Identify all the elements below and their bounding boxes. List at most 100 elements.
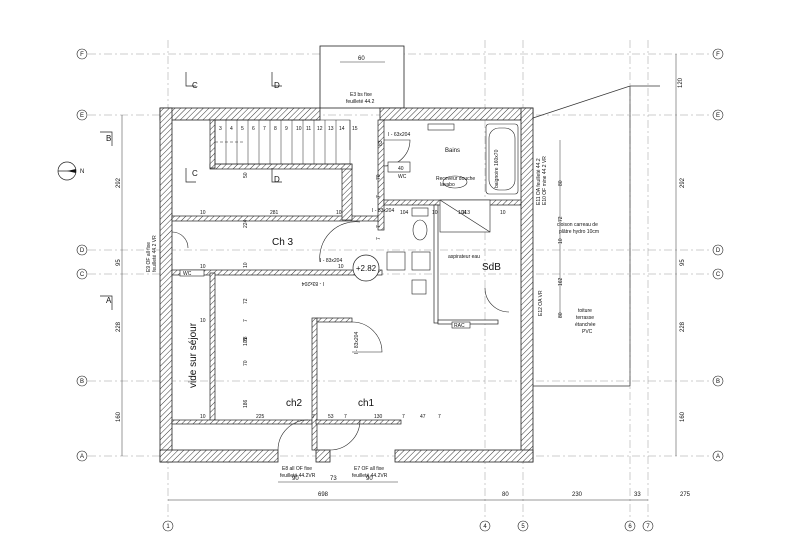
svg-text:120: 120 bbox=[678, 77, 684, 88]
svg-text:E9 OF all fixe: E9 OF all fixe bbox=[146, 242, 152, 272]
door-swings bbox=[171, 139, 510, 451]
section-mark-labels: C D C D B A bbox=[106, 81, 280, 305]
svg-text:7: 7 bbox=[312, 414, 315, 420]
svg-text:53: 53 bbox=[328, 414, 334, 420]
landing-circle bbox=[352, 254, 380, 282]
svg-text:A: A bbox=[106, 296, 112, 305]
svg-text:3: 3 bbox=[219, 126, 222, 132]
svg-text:7: 7 bbox=[402, 414, 405, 420]
svg-text:E7 OF all fixe: E7 OF all fixe bbox=[354, 466, 384, 472]
svg-text:A: A bbox=[80, 454, 84, 460]
svg-text:7: 7 bbox=[438, 414, 441, 420]
svg-text:186: 186 bbox=[243, 399, 249, 408]
svg-text:10: 10 bbox=[500, 210, 506, 216]
svg-text:A: A bbox=[716, 454, 720, 460]
svg-text:6: 6 bbox=[252, 126, 255, 132]
svg-text:aspirateur eau: aspirateur eau bbox=[448, 254, 480, 260]
svg-text:7: 7 bbox=[376, 225, 382, 228]
interior-walls bbox=[171, 119, 522, 451]
svg-text:E: E bbox=[716, 113, 720, 119]
dims-bottom: 698 80 230 33 275 bbox=[318, 492, 691, 498]
top-balcony bbox=[319, 45, 405, 109]
svg-text:78: 78 bbox=[243, 336, 249, 342]
bathroom-fixtures bbox=[179, 123, 519, 329]
svg-text:D: D bbox=[80, 248, 85, 254]
svg-text:E: E bbox=[80, 113, 84, 119]
svg-text:60: 60 bbox=[358, 56, 365, 62]
svg-text:50: 50 bbox=[243, 172, 249, 178]
svg-text:E3 bs fixe: E3 bs fixe bbox=[350, 92, 372, 98]
svg-text:95: 95 bbox=[116, 259, 122, 266]
svg-text:698: 698 bbox=[318, 492, 329, 498]
svg-text:E8 all OF fixe: E8 all OF fixe bbox=[282, 466, 312, 472]
svg-text:225: 225 bbox=[256, 414, 265, 420]
svg-text:80: 80 bbox=[558, 312, 564, 318]
svg-text:I - 63x204: I - 63x204 bbox=[388, 132, 410, 138]
svg-text:228: 228 bbox=[116, 321, 122, 332]
svg-text:feuilleté 44.2 VR: feuilleté 44.2 VR bbox=[152, 235, 158, 272]
svg-text:10: 10 bbox=[296, 126, 302, 132]
svg-text:224: 224 bbox=[243, 219, 249, 228]
axis-bubbles-bottom: 1 4 5 6 7 bbox=[162, 520, 654, 532]
svg-text:plâtre hydro 10cm: plâtre hydro 10cm bbox=[559, 229, 599, 235]
svg-text:I - 83x204: I - 83x204 bbox=[354, 332, 360, 354]
svg-text:230: 230 bbox=[572, 492, 583, 498]
svg-text:toiture: toiture bbox=[578, 308, 592, 314]
svg-text:F: F bbox=[716, 52, 720, 58]
axis-bubble-e: E bbox=[76, 109, 88, 121]
svg-text:104: 104 bbox=[400, 210, 409, 216]
room-label-vide: vide sur séjour bbox=[188, 322, 199, 388]
svg-text:11: 11 bbox=[306, 126, 311, 132]
axis-bubble-a: A bbox=[76, 450, 88, 462]
svg-text:WC: WC bbox=[183, 271, 192, 277]
svg-text:15: 15 bbox=[352, 126, 358, 132]
svg-text:E11 OA feuilleté 44.2: E11 OA feuilleté 44.2 bbox=[536, 158, 542, 205]
svg-text:10: 10 bbox=[243, 262, 249, 268]
svg-text:8: 8 bbox=[274, 126, 277, 132]
svg-text:5: 5 bbox=[241, 126, 244, 132]
axis-bubbles-left: F E D C B A bbox=[76, 48, 88, 462]
room-label-bains: Bains bbox=[445, 148, 460, 154]
dims-window: 90 73 90 bbox=[292, 476, 373, 482]
svg-text:33: 33 bbox=[634, 492, 641, 498]
svg-text:72: 72 bbox=[243, 298, 249, 304]
svg-text:10: 10 bbox=[558, 238, 564, 244]
svg-text:PVC: PVC bbox=[582, 329, 593, 335]
svg-text:I - 83x204: I - 83x204 bbox=[372, 208, 394, 214]
svg-text:80: 80 bbox=[558, 180, 564, 186]
svg-text:1: 1 bbox=[166, 524, 170, 530]
svg-text:baignoire 160x70: baignoire 160x70 bbox=[494, 149, 500, 188]
svg-text:feuilleté 44.2VR: feuilleté 44.2VR bbox=[352, 473, 388, 479]
svg-text:7: 7 bbox=[263, 126, 266, 132]
svg-text:73: 73 bbox=[330, 476, 337, 482]
svg-text:80: 80 bbox=[502, 492, 509, 498]
svg-text:I - 83x204: I - 83x204 bbox=[302, 280, 324, 286]
svg-text:cloison carreau de: cloison carreau de bbox=[557, 222, 598, 228]
dims-interior: 10 281 10 104 10 104 10 10 10 10 225 7 5… bbox=[200, 210, 506, 420]
dims-vertical-inner: 83 40 70 7 50 224 10 72 7 105 78 70 186 … bbox=[243, 140, 404, 408]
svg-text:292: 292 bbox=[116, 177, 122, 188]
level-marker: +2.82 bbox=[356, 264, 377, 273]
exterior-walls bbox=[159, 107, 534, 463]
dims-vertical-left: 292 95 228 160 bbox=[116, 177, 122, 422]
dims-vertical-right: 292 95 228 160 bbox=[680, 177, 686, 422]
svg-text:113: 113 bbox=[462, 210, 470, 216]
svg-text:Receveur douche: Receveur douche bbox=[436, 176, 475, 182]
svg-text:14: 14 bbox=[339, 126, 345, 132]
svg-text:10: 10 bbox=[200, 414, 206, 420]
dims-right-stack: 80 72 10 162 80 bbox=[558, 180, 564, 318]
svg-text:4: 4 bbox=[230, 126, 233, 132]
svg-text:10: 10 bbox=[200, 318, 206, 324]
svg-text:C: C bbox=[716, 272, 721, 278]
svg-text:5: 5 bbox=[521, 524, 525, 530]
stair-step-numbers: 3 4 5 6 7 8 9 10 11 12 13 14 15 bbox=[219, 126, 358, 132]
svg-text:C: C bbox=[192, 169, 198, 178]
svg-text:B: B bbox=[106, 134, 111, 143]
svg-text:7: 7 bbox=[646, 524, 650, 530]
svg-text:10: 10 bbox=[338, 264, 344, 270]
svg-text:10: 10 bbox=[200, 264, 206, 270]
svg-text:72: 72 bbox=[558, 216, 564, 222]
svg-text:7: 7 bbox=[344, 414, 347, 420]
svg-text:4: 4 bbox=[483, 524, 487, 530]
